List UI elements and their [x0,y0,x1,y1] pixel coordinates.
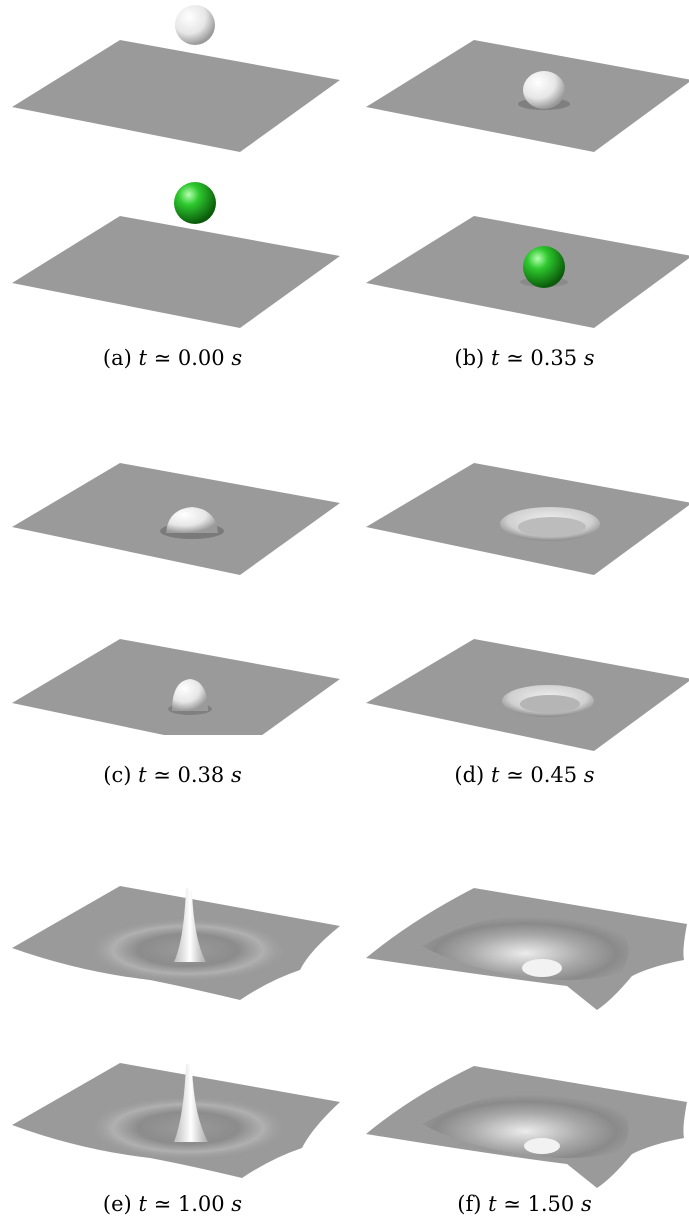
droplet-entering [166,507,218,533]
caption-d: (d) t ≃ 0.45 s [454,763,595,787]
surface-bottom [12,216,340,328]
panel-e-graphic [12,886,340,1178]
caption-e: (e) t ≃ 1.00 s [102,1192,243,1216]
panel-e: (e) t ≃ 1.00 s [0,880,345,1230]
surface-bottom [12,639,340,735]
caption-a: (a) t ≃ 0.00 s [102,346,243,370]
central-jet [174,888,206,962]
panel-b-graphic [366,40,689,328]
droplet-white [175,5,215,45]
panel-c-graphic [12,463,340,735]
droplet-white [523,71,565,109]
panel-c: (c) t ≃ 0.38 s [0,455,345,800]
panel-d-graphic [366,463,689,751]
caption-b: (b) t ≃ 0.35 s [454,346,595,370]
central-jet [174,1064,208,1142]
panel-f-graphic [366,888,687,1188]
crater-inner [520,695,580,713]
panel-b: (b) t ≃ 0.35 s [352,0,689,380]
caption-f: (f) t ≃ 1.50 s [457,1192,592,1216]
droplet-green [174,182,216,224]
surface-top [12,40,340,152]
crater-inner [518,517,586,537]
panel-a: (a) t ≃ 0.00 s [0,0,345,380]
droplet-green [523,246,565,288]
caption-c: (c) t ≃ 0.38 s [103,763,242,787]
wave-front [422,1090,629,1159]
wave-front [422,912,629,981]
droplet-entering [172,679,208,711]
wave-center [524,1138,560,1154]
panel-f: (f) t ≃ 1.50 s [352,880,689,1230]
wave-center [522,959,562,977]
panel-d: (d) t ≃ 0.45 s [352,455,689,800]
panel-a-graphic [12,5,340,328]
